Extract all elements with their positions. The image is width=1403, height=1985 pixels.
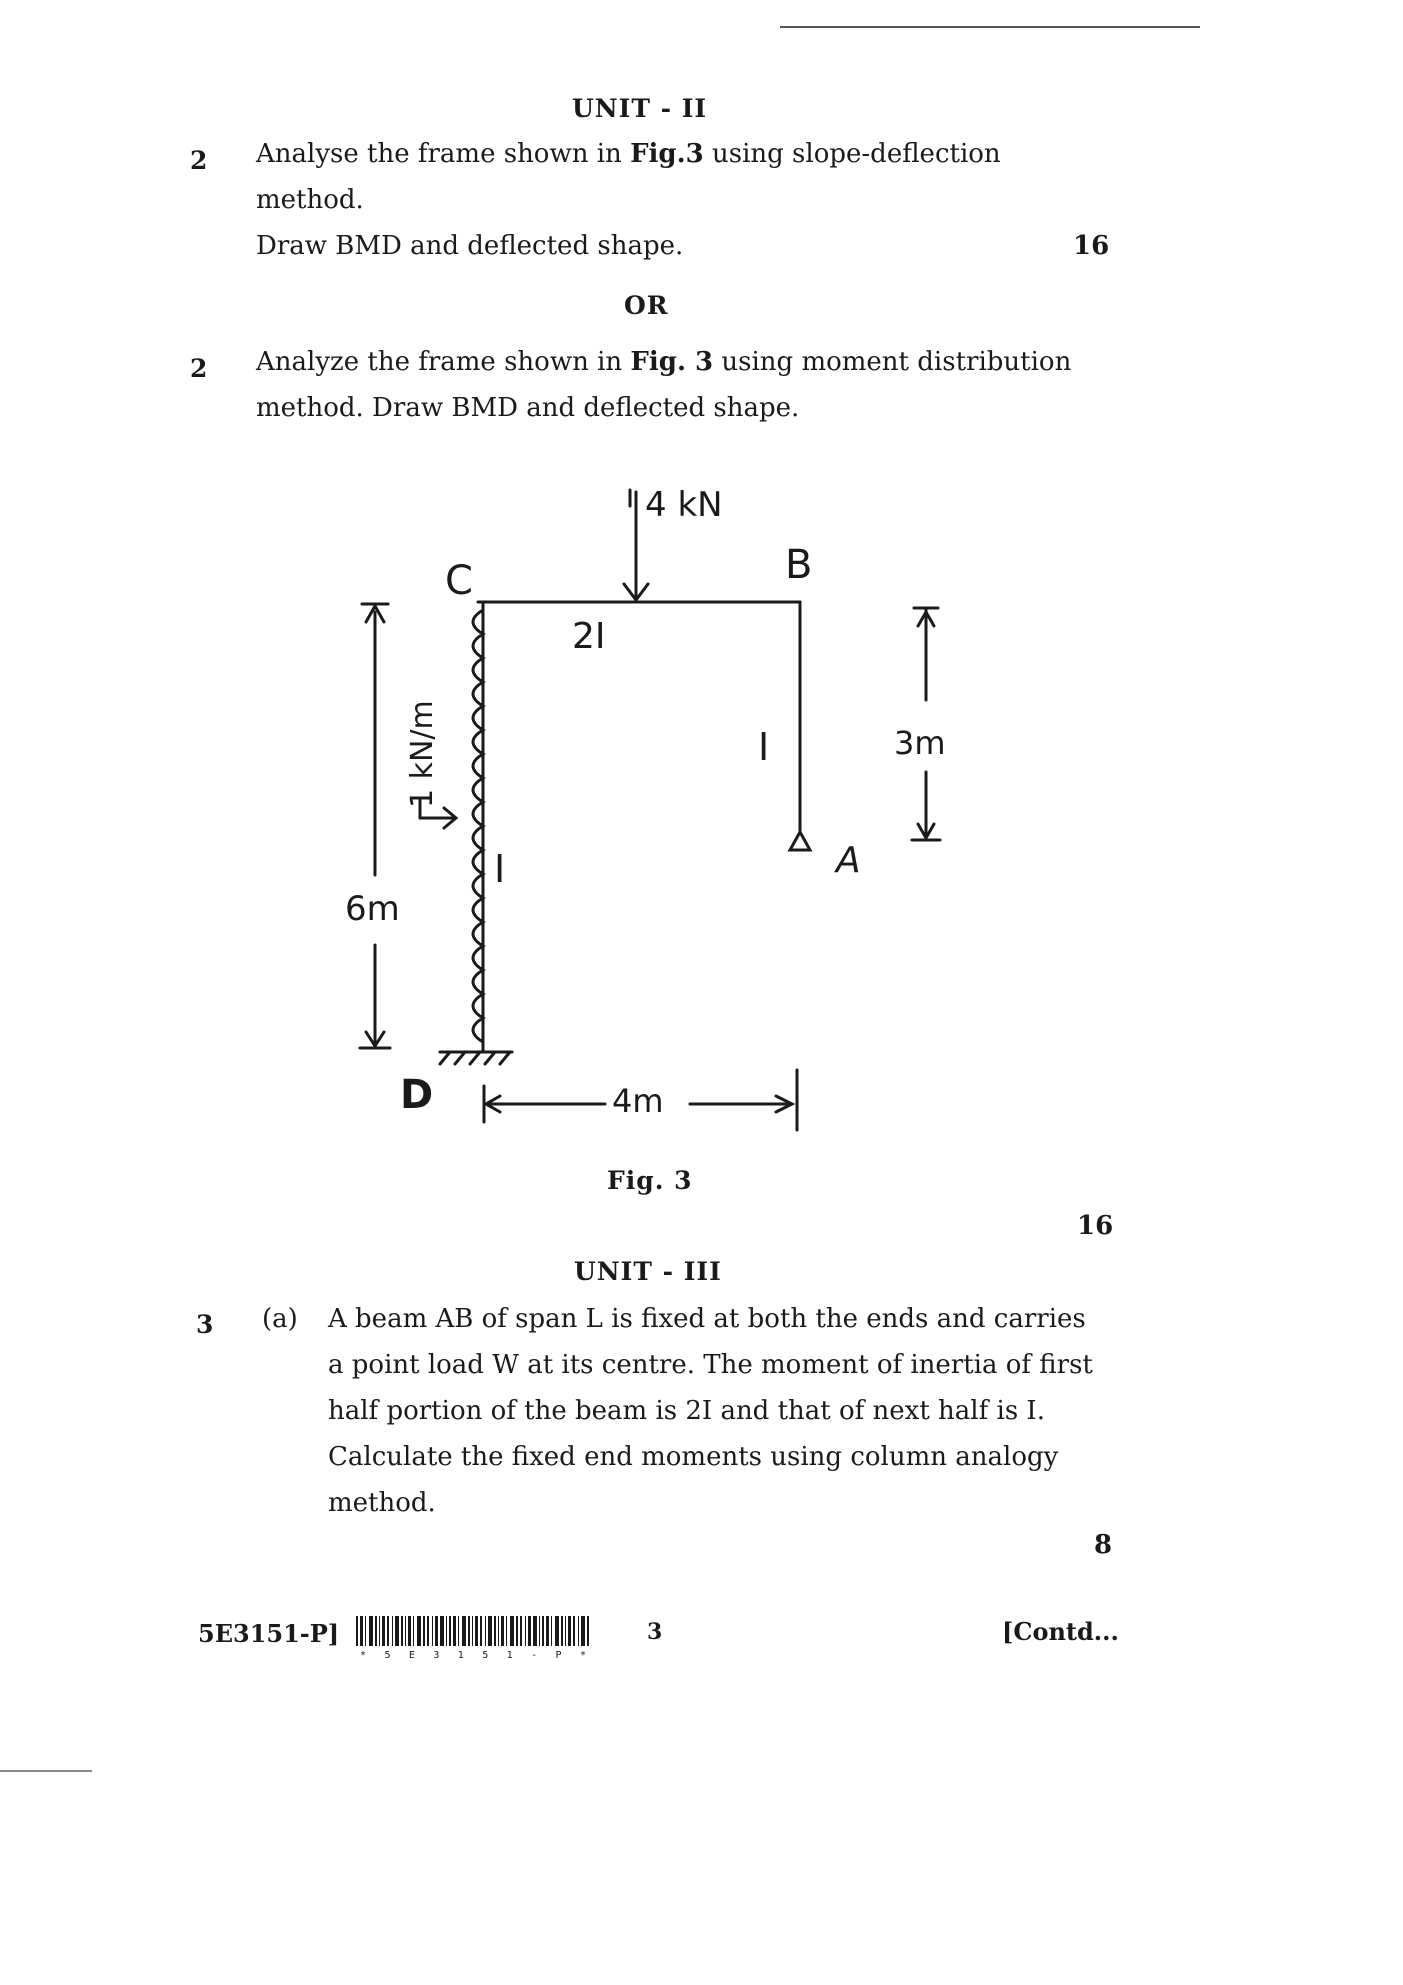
continued-label: [Contd... [1002,1617,1119,1646]
question-3a-text: A beam AB of span L is fixed at both the… [328,1296,1118,1526]
marks-2b: 16 [1077,1211,1114,1241]
barcode-text: * 5 E 3 1 5 1 - P * [360,1650,586,1660]
question-2b-line1-pre: Analyze the frame shown in [256,347,631,377]
load-label: 4 kN [645,485,723,525]
unit-3-heading: UNIT - III [574,1257,722,1286]
question-2b-text: Analyze the frame shown in Fig. 3 using … [256,339,1116,431]
marks-3a: 8 [1094,1530,1113,1560]
question-number: 2 [190,146,208,175]
node-b-label: B [785,542,812,588]
figure-reference: Fig. 3 [630,347,714,377]
top-rule [780,26,1200,28]
question-2a-line1-post: using slope-deflection method. [256,139,1001,215]
question-2b-line2: method. Draw BMD and deflected shape. [256,393,800,423]
question-3a-line: Calculate the fixed end moments using co… [328,1442,1059,1472]
question-3a-line: half portion of the beam is 2I and that … [328,1396,1045,1426]
question-part: (a) [262,1304,298,1334]
paper-code: 5E3151-P] [198,1619,340,1648]
question-3a-line: a point load W at its centre. The moment… [328,1350,1093,1380]
height-left-label: 6m [345,889,400,929]
node-d-label: D [400,1072,433,1118]
scan-edge-mark [0,1770,92,1772]
height-right-label: 3m [894,724,946,762]
figure-caption: Fig. 3 [607,1166,693,1195]
question-3a-line: method. [328,1488,436,1518]
question-2a-line2: Draw BMD and deflected shape. [256,231,684,261]
unit-2-heading: UNIT - II [572,94,708,123]
node-c-label: C [445,558,473,604]
question-number: 3 [196,1310,214,1339]
left-column-inertia-label: I [494,847,505,891]
figure-reference: Fig.3 [630,139,704,169]
page-number: 3 [647,1619,663,1645]
right-column-inertia-label: I [758,725,769,769]
pin-support-a [787,828,813,852]
barcode: * 5 E 3 1 5 1 - P * [356,1616,589,1660]
udl-squiggle [471,608,486,1044]
udl-label: 1 kN/m [405,700,440,808]
question-3a-line: A beam AB of span L is fixed at both the… [328,1304,1086,1334]
span-label: 4m [612,1082,664,1120]
question-2b-line1-post: using moment distribution [713,347,1072,377]
or-separator: OR [624,291,669,320]
question-2a-line1-pre: Analyse the frame shown in [256,139,631,169]
question-number: 2 [190,354,208,383]
question-2a-text: Analyse the frame shown in Fig.3 using s… [256,131,1116,269]
beam-inertia-label: 2I [572,616,606,657]
node-a-label: A [834,840,861,881]
marks-2a: 16 [1073,231,1110,261]
